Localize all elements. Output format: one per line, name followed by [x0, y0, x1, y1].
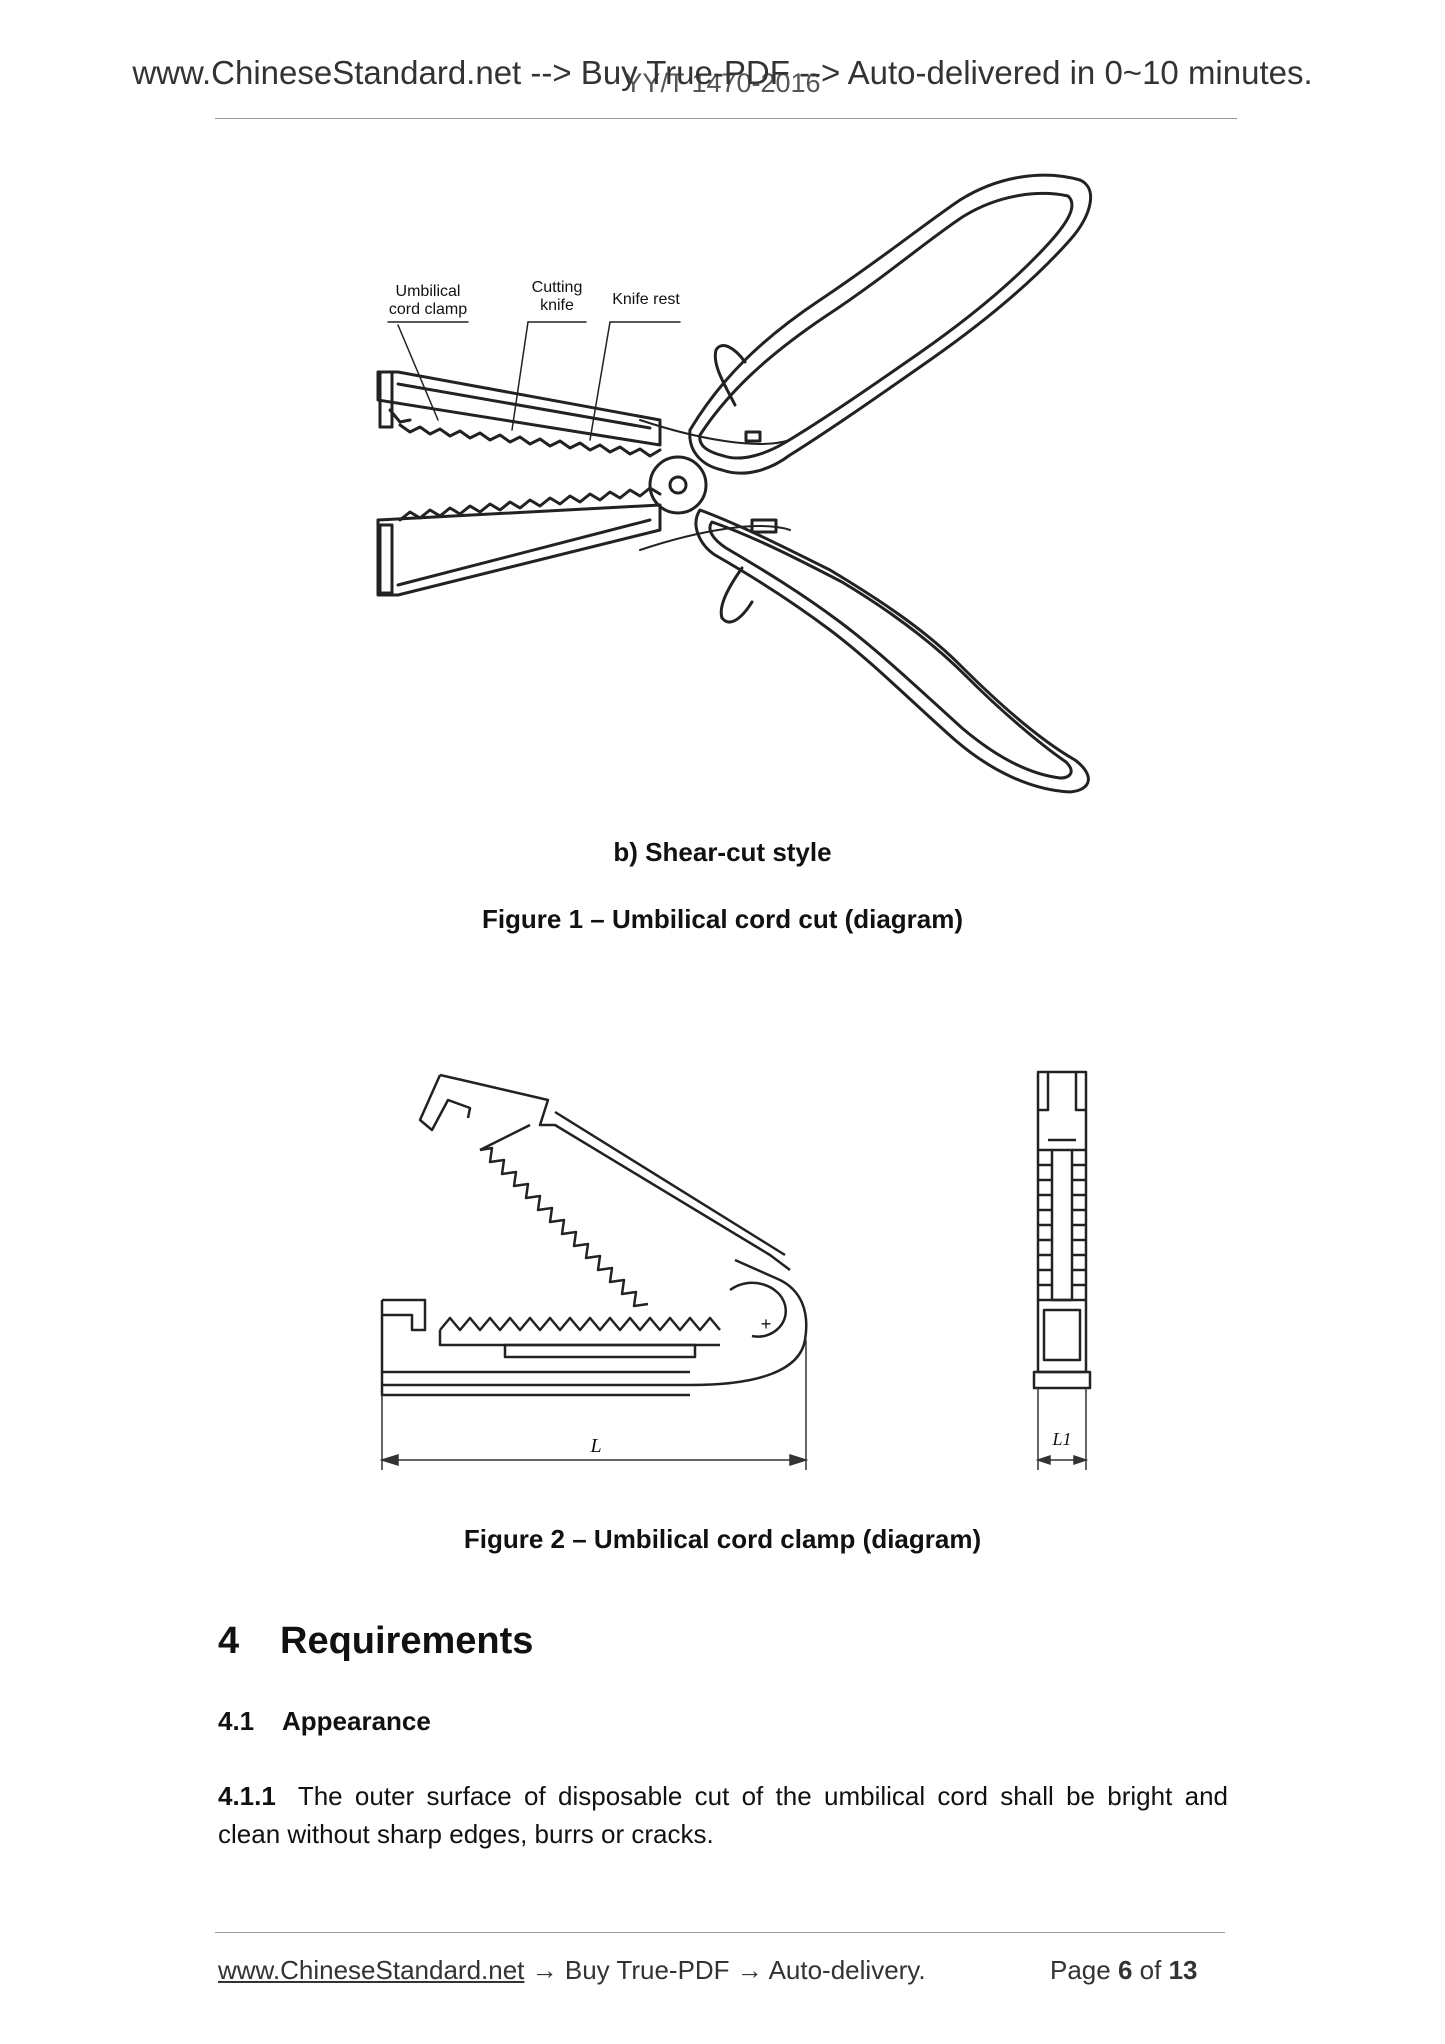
section-number: 4: [218, 1620, 240, 1662]
figure1-subcaption: b) Shear-cut style: [613, 837, 832, 867]
page-word: Page: [1050, 1955, 1111, 1985]
figure2-diagram: + L L1: [379, 1070, 1092, 1470]
section-heading-4: 4 Requirements: [218, 1620, 533, 1663]
figure1-diagram: Umbilical cord clamp Cutting knife Knife…: [376, 173, 1092, 794]
subsection-number: 4.1: [218, 1706, 255, 1736]
figure2-caption: Figure 2 – Umbilical cord clamp (diagram…: [463, 1524, 982, 1554]
label-knife-line2: knife: [540, 297, 574, 314]
label-clamp-line1: Umbilical: [396, 283, 461, 300]
dim-L1-label: L1: [1051, 1429, 1071, 1449]
label-clamp-line2: cord clamp: [389, 301, 467, 318]
subsection-title: Appearance: [282, 1706, 431, 1736]
subsection-heading-4-1: 4.1 Appearance: [218, 1706, 431, 1737]
footer-divider: [215, 1932, 1225, 1933]
page-number: 6: [1117, 1955, 1133, 1985]
page-total: 13: [1168, 1955, 1198, 1985]
of-word: of: [1139, 1955, 1162, 1985]
label-knife-rest: Knife rest: [612, 291, 680, 308]
standard-code: YY/T 1470-2016: [624, 68, 821, 98]
header-divider: [215, 118, 1237, 119]
figure1-caption: Figure 1 – Umbilical cord cut (diagram): [481, 904, 964, 934]
section-title: Requirements: [280, 1620, 534, 1662]
label-knife-line1: Cutting: [532, 279, 583, 296]
dim-L-label: L: [589, 1435, 601, 1457]
footer-tail: → Buy True-PDF → Auto-delivery.: [524, 1955, 926, 1985]
plus-mark: +: [761, 1314, 772, 1334]
footer-link-text: www.ChineseStandard.net → Buy True-PDF →…: [218, 1955, 926, 1986]
clause-number: 4.1.1: [218, 1781, 276, 1811]
page-indicator: Page 6 of 13: [1050, 1955, 1198, 1986]
header-banner[interactable]: www.ChineseStandard.net --> Buy True-PDF…: [132, 54, 1313, 91]
footer-site-link[interactable]: www.ChineseStandard.net: [218, 1955, 525, 1985]
clause-text: The outer surface of disposable cut of t…: [218, 1781, 1228, 1849]
